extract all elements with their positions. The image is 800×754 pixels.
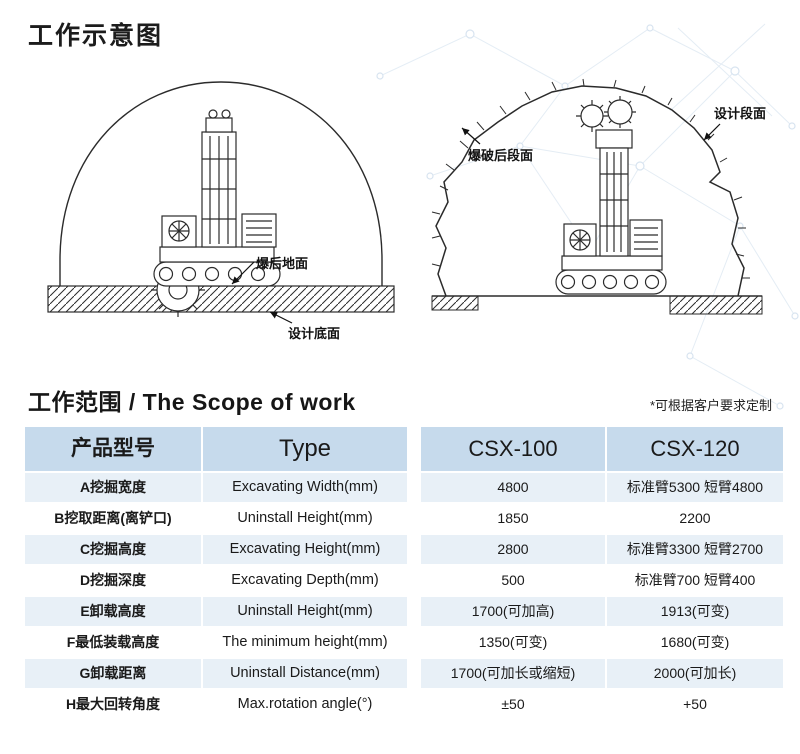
blast-face-label: 爆破后段面 (468, 148, 533, 163)
table-gap (409, 597, 419, 626)
row-type: Excavating Depth(mm) (203, 566, 407, 595)
csx100-value: 1700(可加高) (421, 597, 605, 626)
customization-note: *可根据客户要求定制 (649, 398, 772, 413)
row-type: Uninstall Height(mm) (203, 597, 407, 626)
csx100-value: 1850 (421, 504, 605, 533)
csx120-value: 标准臂5300 短臂4800 (607, 473, 783, 502)
row-label: C挖掘高度 (25, 535, 201, 564)
csx100-value: ±50 (421, 690, 605, 719)
csx120-value: 1680(可变) (607, 628, 783, 657)
tunnel-arch-outline (59, 81, 383, 286)
row-label: F最低装载高度 (25, 628, 201, 657)
csx120-value: 1913(可变) (607, 597, 783, 626)
page-title: 工作示意图 (28, 22, 164, 50)
col-header-csx100: CSX-100 (421, 427, 605, 471)
row-label: B挖取距离(离铲口) (25, 504, 201, 533)
row-label: E卸载高度 (25, 597, 201, 626)
row-type: Max.rotation angle(°) (203, 690, 407, 719)
csx120-value: 2200 (607, 504, 783, 533)
diagram-area: 爆后地面 设计底面 (42, 64, 800, 361)
row-label: H最大回转角度 (25, 690, 201, 719)
section-title: 工作范围 / The Scope of work (28, 389, 356, 415)
col-header-model-zh: 产品型号 (25, 427, 201, 471)
csx120-value: 2000(可加长) (607, 659, 783, 688)
design-label-leader (703, 123, 721, 141)
table-gap (409, 427, 419, 471)
row-type: The minimum height(mm) (203, 628, 407, 657)
row-label: A挖掘宽度 (25, 473, 201, 502)
ground-label-leader (231, 261, 255, 285)
row-type: Excavating Height(mm) (203, 535, 407, 564)
row-type: Uninstall Height(mm) (203, 504, 407, 533)
csx100-value: 1350(可变) (421, 628, 605, 657)
roadheader-machine-illustration (151, 109, 281, 317)
csx100-value: 2800 (421, 535, 605, 564)
csx120-value: 标准臂700 短臂400 (607, 566, 783, 595)
blast-label-leader (461, 127, 481, 145)
table-gap (409, 690, 419, 719)
table-gap (409, 535, 419, 564)
csx120-value: +50 (607, 690, 783, 719)
design-bottom-label: 设计底面 (288, 326, 340, 341)
design-face-label: 设计段面 (714, 106, 766, 121)
row-label: G卸载距离 (25, 659, 201, 688)
table-gap (409, 628, 419, 657)
floor-hatch-right (669, 295, 763, 315)
row-type: Uninstall Distance(mm) (203, 659, 407, 688)
floor-hatch-left (431, 295, 479, 311)
table-gap (409, 473, 419, 502)
col-header-type: Type (203, 427, 407, 471)
col-header-csx120: CSX-120 (607, 427, 783, 471)
spec-table: 产品型号 Type CSX-100 CSX-120 A挖掘宽度 Excavati… (25, 427, 800, 719)
row-label: D挖掘深度 (25, 566, 201, 595)
csx100-value: 1700(可加长或缩短) (421, 659, 605, 688)
csx120-value: 标准臂3300 短臂2700 (607, 535, 783, 564)
table-gap (409, 659, 419, 688)
csx100-value: 4800 (421, 473, 605, 502)
right-diagram: 爆破后段面 设计段面 (424, 78, 769, 333)
table-gap (409, 566, 419, 595)
rock-ticks (431, 78, 750, 279)
ground-label: 爆后地面 (256, 256, 308, 271)
table-gap (409, 504, 419, 533)
roadheader-machine-raised-illustration (555, 96, 667, 295)
left-diagram: 爆后地面 设计底面 (42, 64, 400, 361)
row-type: Excavating Width(mm) (203, 473, 407, 502)
ground-hatch (47, 285, 395, 313)
csx100-value: 500 (421, 566, 605, 595)
design-label-leader (269, 311, 293, 324)
blasted-profile-outline (435, 85, 745, 297)
